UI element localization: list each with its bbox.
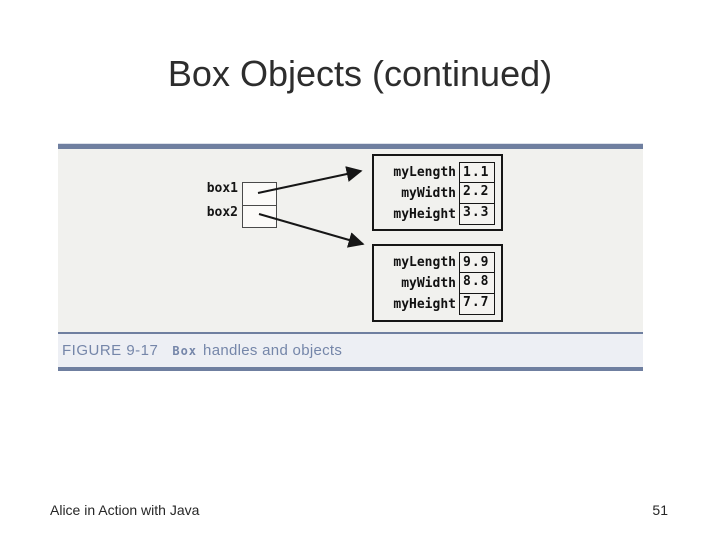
figure-caption-number: FIGURE 9-17	[62, 342, 159, 359]
object1-field-mywidth: myWidth 2.2	[376, 183, 495, 204]
object2-field-mywidth: myWidth 8.8	[376, 273, 495, 294]
handle-cell-box1	[243, 183, 276, 206]
arrow-box2-to-object2	[258, 213, 365, 248]
field-name: myLength	[393, 255, 456, 270]
field-value: 7.7	[459, 294, 495, 315]
object1-field-myheight: myHeight 3.3	[376, 204, 495, 225]
object2-field-myheight: myHeight 7.7	[376, 294, 495, 315]
figure-diagram-area: box1 box2 myLength 1.1 myWidth 2.2	[58, 149, 643, 332]
handle-label-box1: box1	[206, 181, 238, 196]
object1-field-mylength: myLength 1.1	[376, 162, 495, 183]
figure-caption-text: handles and objects	[203, 342, 343, 359]
object-box-2: myLength 9.9 myWidth 8.8 myHeight 7.7	[372, 244, 503, 322]
field-value: 1.1	[459, 162, 495, 183]
field-name: myHeight	[393, 207, 456, 222]
arrow-box1-to-object1	[257, 166, 363, 194]
reference-arrows	[257, 166, 365, 248]
field-name: myHeight	[393, 297, 456, 312]
figure-bottom-rule	[58, 367, 643, 371]
figure-caption: FIGURE 9-17 Box handles and objects	[58, 334, 643, 367]
field-name: myWidth	[401, 186, 456, 201]
figure-top-rule	[58, 143, 643, 149]
object2-field-mylength: myLength 9.9	[376, 252, 495, 273]
footer-book-title: Alice in Action with Java	[50, 502, 200, 518]
figure-caption-code-word: Box	[172, 343, 198, 358]
field-name: myWidth	[401, 276, 456, 291]
figure-caption-rule	[58, 332, 643, 334]
footer-page-number: 51	[652, 502, 668, 518]
figure-9-17: box1 box2 myLength 1.1 myWidth 2.2	[58, 143, 643, 371]
field-value: 9.9	[459, 252, 495, 273]
field-value: 2.2	[459, 183, 495, 204]
object-box-1: myLength 1.1 myWidth 2.2 myHeight 3.3	[372, 154, 503, 231]
field-value: 8.8	[459, 273, 495, 294]
field-value: 3.3	[459, 204, 495, 225]
handle-label-box2: box2	[206, 205, 238, 220]
slide-title: Box Objects (continued)	[167, 53, 553, 94]
field-name: myLength	[393, 165, 456, 180]
